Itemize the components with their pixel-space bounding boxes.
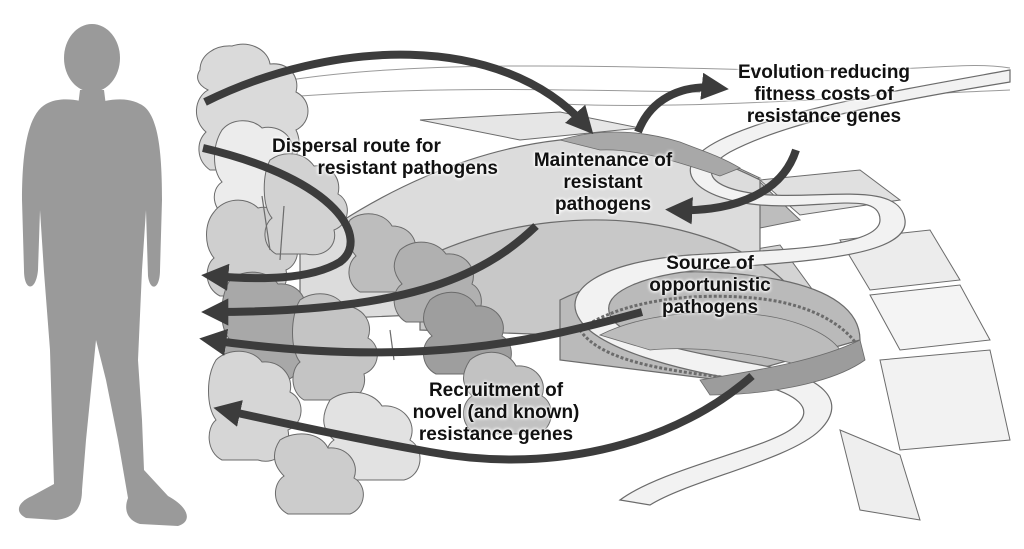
label-evolution: Evolution reducing fitness costs of resi… <box>724 62 924 128</box>
arrow-maintenance-to-evolution <box>634 72 729 134</box>
label-line: novel (and known) <box>412 402 580 423</box>
arrow-evolution-to-maintenance <box>665 148 800 225</box>
label-maintenance: Maintenance of resistant pathogens <box>518 150 688 216</box>
label-line: Maintenance of <box>533 150 673 171</box>
label-line: resistant <box>563 172 643 193</box>
label-line: opportunistic <box>649 275 771 296</box>
arrow-maintenance-to-human <box>201 223 539 326</box>
person-silhouette-icon <box>18 24 187 526</box>
label-line: pathogens <box>661 297 759 318</box>
label-line: Dispersal route for <box>272 136 441 157</box>
label-line: Recruitment of <box>428 380 564 401</box>
label-line: fitness costs of <box>754 84 894 105</box>
label-line: Evolution reducing <box>737 62 911 83</box>
arrow-to-maintenance <box>203 50 594 135</box>
forest <box>196 43 552 515</box>
label-line: pathogens <box>554 194 652 215</box>
label-line: resistance genes <box>418 424 574 445</box>
label-line: resistant pathogens <box>317 158 498 179</box>
arrows <box>199 50 800 464</box>
label-recruitment: Recruitment of novel (and known) resista… <box>396 380 596 446</box>
label-source: Source of opportunistic pathogens <box>620 253 800 319</box>
label-line: Source of <box>666 253 754 274</box>
arrow-dispersal-loop <box>201 144 355 291</box>
river <box>574 69 1011 506</box>
arrow-recruitment-to-human <box>213 373 755 464</box>
label-dispersal-route: Dispersal route for resistant pathogens <box>266 136 506 180</box>
arrow-source-to-human <box>199 308 644 357</box>
label-line: resistance genes <box>746 106 902 127</box>
